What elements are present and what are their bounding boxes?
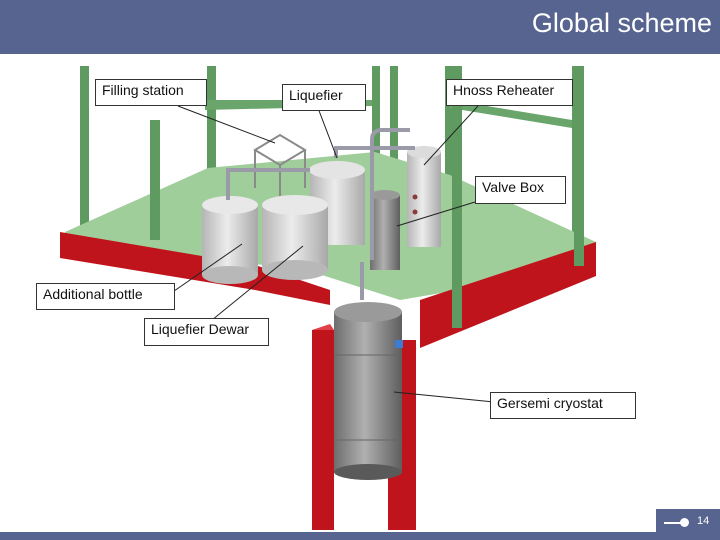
page-indicator-line — [664, 522, 686, 524]
gersemi-cryostat — [334, 302, 403, 480]
additional-bottle — [202, 196, 258, 284]
liquefier-dewar — [262, 195, 328, 280]
hnoss-reheater — [407, 146, 441, 247]
label-filling-station: Filling station — [95, 79, 207, 106]
label-valve-box: Valve Box — [475, 176, 566, 204]
slide-title: Global scheme — [531, 8, 712, 38]
footer-bar — [0, 532, 720, 540]
label-liquefier-dewar: Liquefier Dewar — [144, 318, 269, 346]
label-gersemi-cryostat: Gersemi cryostat — [490, 392, 636, 419]
valve-box — [370, 190, 400, 270]
pointer-lines — [163, 105, 495, 403]
label-liquefier: Liquefier — [282, 84, 366, 111]
steel-frame-front — [150, 66, 584, 328]
facility-diagram — [60, 66, 596, 530]
label-hnoss-reheater: Hnoss Reheater — [446, 79, 573, 106]
page-number: 14 — [697, 515, 710, 527]
label-additional-bottle: Additional bottle — [36, 283, 175, 310]
page-indicator-dot — [680, 518, 689, 527]
transfer-lines — [226, 128, 415, 300]
header-bar: Global scheme — [0, 0, 720, 54]
